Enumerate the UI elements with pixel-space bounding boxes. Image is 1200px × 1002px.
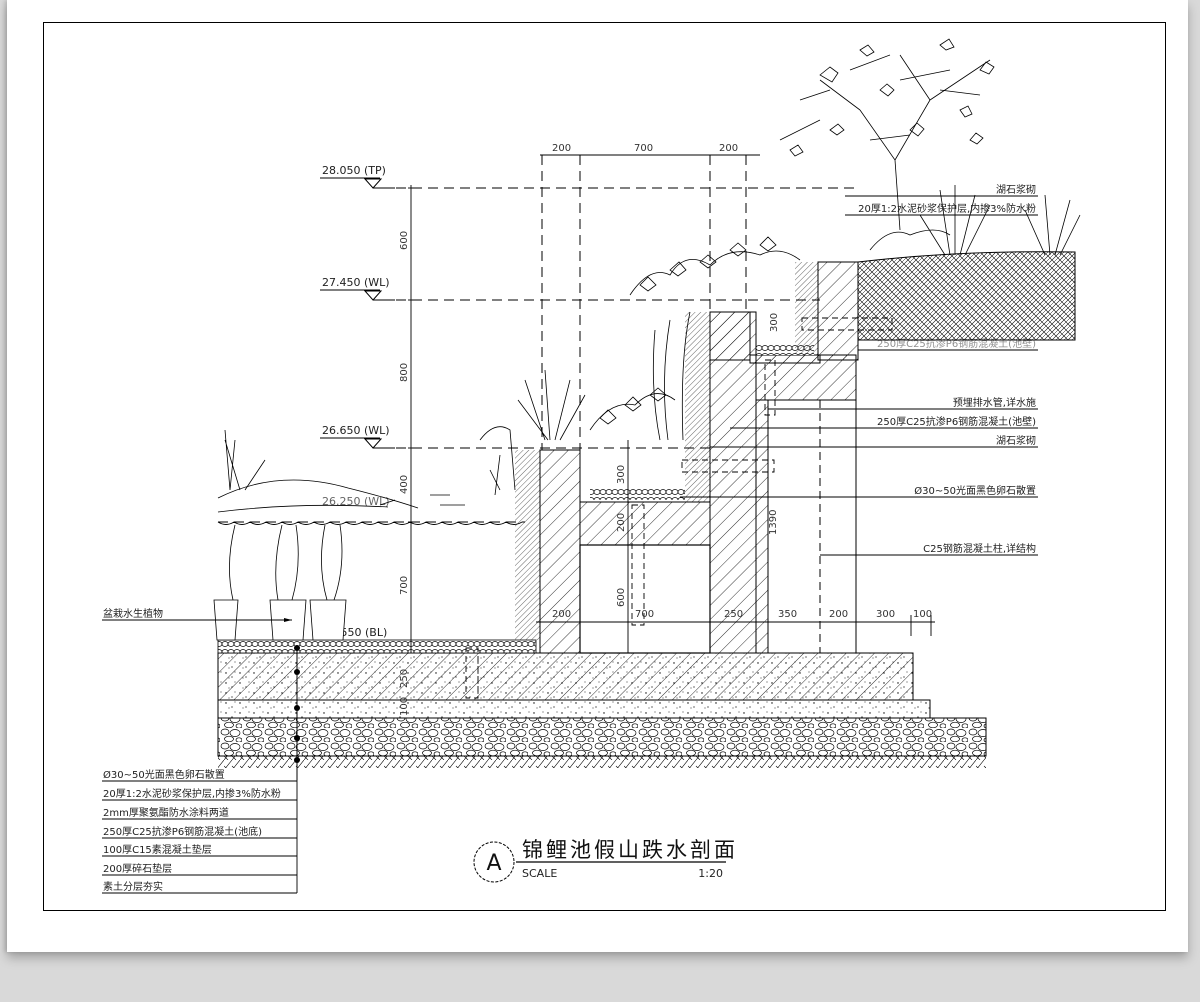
foundation (217, 639, 987, 768)
svg-text:300: 300 (876, 609, 895, 620)
svg-text:700: 700 (399, 576, 410, 595)
svg-text:700: 700 (635, 609, 654, 620)
reference-lines (218, 155, 860, 523)
drawing-title: 锦鲤池假山跌水剖面 (522, 838, 738, 862)
svg-text:350: 350 (778, 609, 797, 620)
annotation-aquatic-plants: 盆栽水生植物 (102, 607, 292, 622)
svg-text:300: 300 (769, 313, 780, 332)
svg-text:26.250 (WL): 26.250 (WL) (322, 495, 390, 508)
layer-6: 200厚碎石垫层 (103, 862, 172, 875)
svg-text:26.650 (WL): 26.650 (WL) (322, 424, 390, 437)
layer-legend: Ø30~50光面黑色卵石散置 20厚1:2水泥砂浆保护层,内掺3%防水粉 2mm… (102, 645, 300, 894)
layer-4: 250厚C25抗渗P6钢筋混凝土(池底) (103, 825, 262, 838)
svg-text:28.050 (TP): 28.050 (TP) (322, 164, 386, 177)
aquatic-plants-sketch (213, 429, 465, 641)
svg-text:盆栽水生植物: 盆栽水生植物 (103, 607, 163, 620)
svg-text:250: 250 (724, 609, 743, 620)
svg-text:700: 700 (634, 143, 653, 154)
shrub-sketch-right (869, 185, 1081, 256)
svg-text:20厚1:2水泥砂浆保护层,内掺3%防水粉: 20厚1:2水泥砂浆保护层,内掺3%防水粉 (858, 202, 1036, 215)
svg-text:800: 800 (399, 363, 410, 382)
svg-text:200: 200 (552, 143, 571, 154)
svg-text:250: 250 (399, 669, 410, 688)
svg-text:600: 600 (399, 231, 410, 250)
annotations-right: 湖石浆砌 20厚1:2水泥砂浆保护层,内掺3%防水粉 250厚C25抗渗P6钢筋… (858, 183, 1036, 555)
drawing-sheet (7, 0, 1188, 952)
waterfall-sketch (652, 311, 691, 441)
svg-text:预埋排水管,详水施: 预埋排水管,详水施 (953, 396, 1036, 409)
svg-text:100: 100 (913, 609, 932, 620)
layer-1: Ø30~50光面黑色卵石散置 (103, 768, 225, 781)
annotation-leaders-right (680, 195, 1038, 556)
svg-text:200: 200 (616, 513, 627, 532)
svg-text:200: 200 (719, 143, 738, 154)
planting-bed (857, 251, 1076, 341)
layer-7: 素土分层夯实 (103, 880, 163, 893)
svg-text:300: 300 (616, 465, 627, 484)
section-marker: A (486, 851, 501, 876)
elevation-marker-tp: 28.050 (TP) (320, 164, 395, 189)
layer-5: 100厚C15素混凝土垫层 (103, 843, 212, 856)
scale-value: 1:20 (698, 867, 723, 880)
elevation-marker-wl-mid: 26.650 (WL) (320, 424, 395, 449)
elevation-marker-wl-pond: 26.250 (WL) (322, 495, 390, 508)
scale-label: SCALE (522, 867, 557, 880)
shrub-sketch-mid (479, 369, 676, 496)
layer-2: 20厚1:2水泥砂浆保护层,内掺3%防水粉 (103, 787, 281, 800)
svg-text:250厚C25抗渗P6钢筋混凝土(池壁): 250厚C25抗渗P6钢筋混凝土(池壁) (877, 415, 1036, 428)
svg-text:湖石浆砌: 湖石浆砌 (996, 183, 1036, 196)
shrub-sketch-upper (629, 236, 801, 296)
elevation-marker-wl-upper: 27.450 (WL) (320, 276, 395, 301)
svg-text:200: 200 (552, 609, 571, 620)
concrete-structure (465, 261, 893, 699)
section-marker-circle (473, 841, 515, 883)
drawing-border (43, 22, 1166, 911)
svg-text:600: 600 (616, 588, 627, 607)
svg-text:1390: 1390 (768, 510, 779, 535)
svg-text:250厚C25抗渗P6钢筋混凝土(池壁): 250厚C25抗渗P6钢筋混凝土(池壁) (877, 337, 1036, 350)
tree-sketch (779, 38, 995, 231)
svg-text:Ø30~50光面黑色卵石散置: Ø30~50光面黑色卵石散置 (914, 484, 1036, 497)
dimension-labels: 200 700 200 600 800 400 700 250 100 200 … (399, 143, 932, 716)
svg-text:100: 100 (399, 697, 410, 716)
svg-text:27.450 (WL): 27.450 (WL) (322, 276, 390, 289)
title-block: A 锦鲤池假山跌水剖面 SCALE 1:20 (473, 838, 738, 883)
svg-text:C25钢筋混凝土柱,详结构: C25钢筋混凝土柱,详结构 (923, 542, 1036, 555)
svg-text:湖石浆砌: 湖石浆砌 (996, 434, 1036, 447)
svg-text:400: 400 (399, 475, 410, 494)
layer-3: 2mm厚聚氨酯防水涂料两道 (103, 806, 229, 819)
svg-text:200: 200 (829, 609, 848, 620)
